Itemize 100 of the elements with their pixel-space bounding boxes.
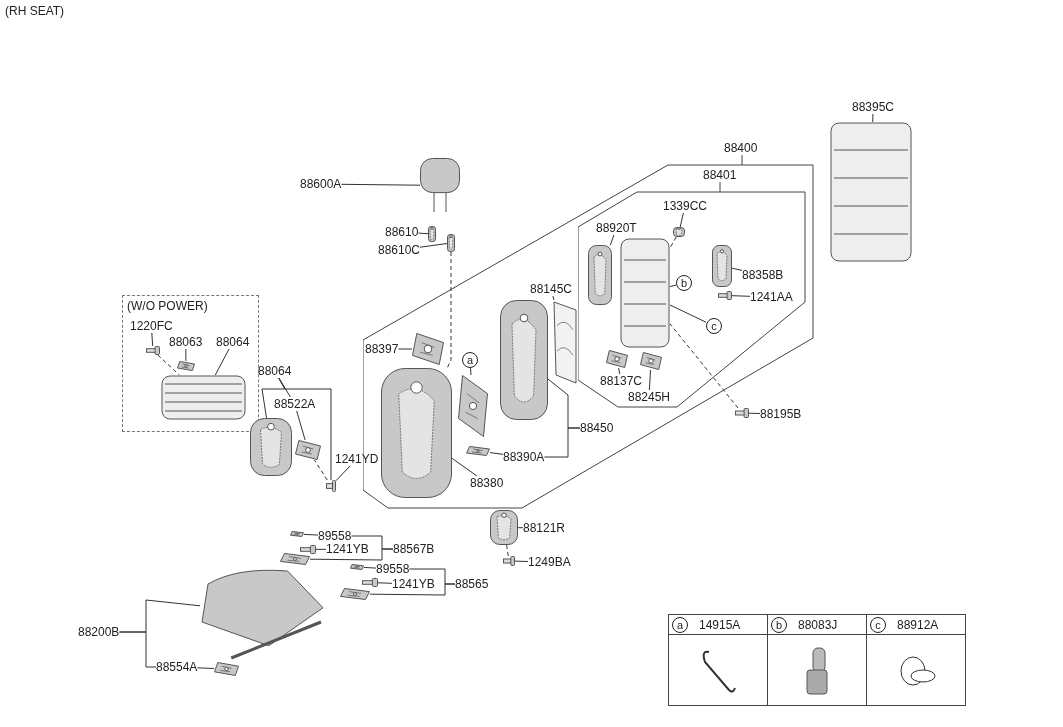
assembly-line — [669, 236, 677, 249]
cover-drawing — [177, 361, 195, 371]
part-number: 88380 — [470, 476, 504, 490]
leader-line — [517, 527, 524, 529]
leader-line — [340, 183, 421, 186]
pad-drawing — [552, 300, 578, 385]
part-number: 88200B — [78, 625, 120, 639]
part-number: 88554A — [156, 660, 198, 674]
clip-drawing — [290, 531, 304, 537]
bolt-drawing — [735, 408, 749, 418]
part-number: 88145C — [530, 282, 573, 296]
assembly-line — [157, 354, 180, 376]
bolt-drawing — [503, 556, 515, 566]
leader-line — [419, 243, 448, 248]
side-trim-drawing — [250, 418, 292, 476]
part-number: 88195B — [760, 407, 802, 421]
part-number: 88390A — [503, 450, 545, 464]
part-number: 1241YD — [335, 452, 379, 466]
switch-drawing — [295, 440, 321, 460]
part-number: 88121R — [523, 521, 566, 535]
part-number: 88600A — [300, 177, 342, 191]
part-number: 88083J — [798, 618, 838, 632]
leader-line — [748, 412, 761, 414]
leader-line — [669, 284, 677, 288]
part-number: 88522A — [274, 397, 316, 411]
leader-line — [363, 566, 377, 569]
part-number: 88450 — [580, 421, 614, 435]
cover-drawing — [412, 333, 444, 365]
leader-line — [731, 267, 743, 271]
leader-line — [470, 367, 472, 376]
module-drawing — [214, 662, 239, 676]
part-number: 1220FC — [130, 319, 173, 333]
pad-drawing — [458, 375, 488, 437]
screw-drawing — [362, 578, 378, 587]
leader-line — [315, 548, 327, 550]
leader-line — [552, 295, 555, 301]
guide-drawing — [447, 234, 455, 252]
dashed-variant-frame — [122, 295, 259, 432]
leader-line — [278, 377, 332, 481]
leader-line — [731, 295, 751, 297]
part-number: 88063 — [169, 335, 203, 349]
cover-drawing — [340, 588, 370, 600]
leader-line — [309, 548, 394, 561]
part-number: 88397 — [365, 342, 399, 356]
leader-line — [872, 113, 874, 123]
seat-back-cushion-drawing — [381, 368, 452, 498]
part-number: 88565 — [455, 577, 489, 591]
assembly-line — [506, 544, 509, 557]
part-number: 88920T — [596, 221, 637, 235]
leader-line — [451, 457, 478, 477]
leader-line — [669, 304, 707, 323]
part-number: 88064 — [216, 335, 250, 349]
seat-back-frame-drawing — [830, 122, 912, 262]
part-number: 14915A — [699, 618, 741, 632]
leader-line — [369, 583, 456, 596]
part-number: 88610 — [385, 225, 419, 239]
leader-line — [489, 452, 504, 455]
part-number: 1241YB — [326, 542, 369, 556]
screw-drawing — [146, 346, 160, 355]
side-airbag-drawing — [588, 245, 612, 305]
part-number: 88401 — [703, 168, 737, 182]
leader-line — [303, 533, 319, 536]
headrest-drawing — [420, 158, 460, 213]
leader-line — [543, 427, 581, 458]
part-number: 88064 — [258, 364, 292, 378]
screw-drawing — [300, 545, 316, 554]
leader-line — [648, 369, 651, 391]
part-number: 88912A — [897, 618, 939, 632]
screw-drawing — [326, 480, 336, 492]
part-number: 1241YB — [392, 577, 435, 591]
leader-line — [514, 560, 529, 562]
assembly-line — [446, 251, 452, 369]
assembly-line — [669, 323, 739, 409]
leader-line — [214, 348, 230, 376]
page-title: (RH SEAT) — [5, 4, 65, 18]
leader-line — [196, 667, 215, 669]
part-number: 1241AA — [750, 290, 793, 304]
leader-line — [417, 232, 429, 235]
part-number: 1339CC — [663, 199, 708, 213]
seat-back-cover-drawing — [500, 300, 548, 420]
assembly-line — [313, 459, 328, 481]
leader-line — [118, 631, 157, 668]
lumbar-support-drawing — [466, 446, 490, 456]
leader-line — [679, 212, 684, 228]
leader-line — [335, 465, 351, 482]
leader-line — [618, 367, 621, 375]
leader-line — [397, 348, 413, 350]
bracket-drawing — [640, 352, 662, 370]
part-number: 88395C — [852, 100, 895, 114]
nut-drawing — [673, 227, 685, 237]
seat-back-frame-drawing — [620, 238, 670, 348]
screw-drawing — [718, 291, 732, 300]
part-number: 88137C — [600, 374, 643, 388]
part-number: 89558 — [376, 562, 410, 576]
leader-line — [278, 377, 291, 398]
part-number: 88400 — [724, 141, 758, 155]
knob-drawing — [490, 510, 518, 545]
clip-drawing — [350, 564, 364, 570]
part-number: 88610C — [378, 243, 421, 257]
circled-reference-letter: a — [462, 352, 478, 368]
